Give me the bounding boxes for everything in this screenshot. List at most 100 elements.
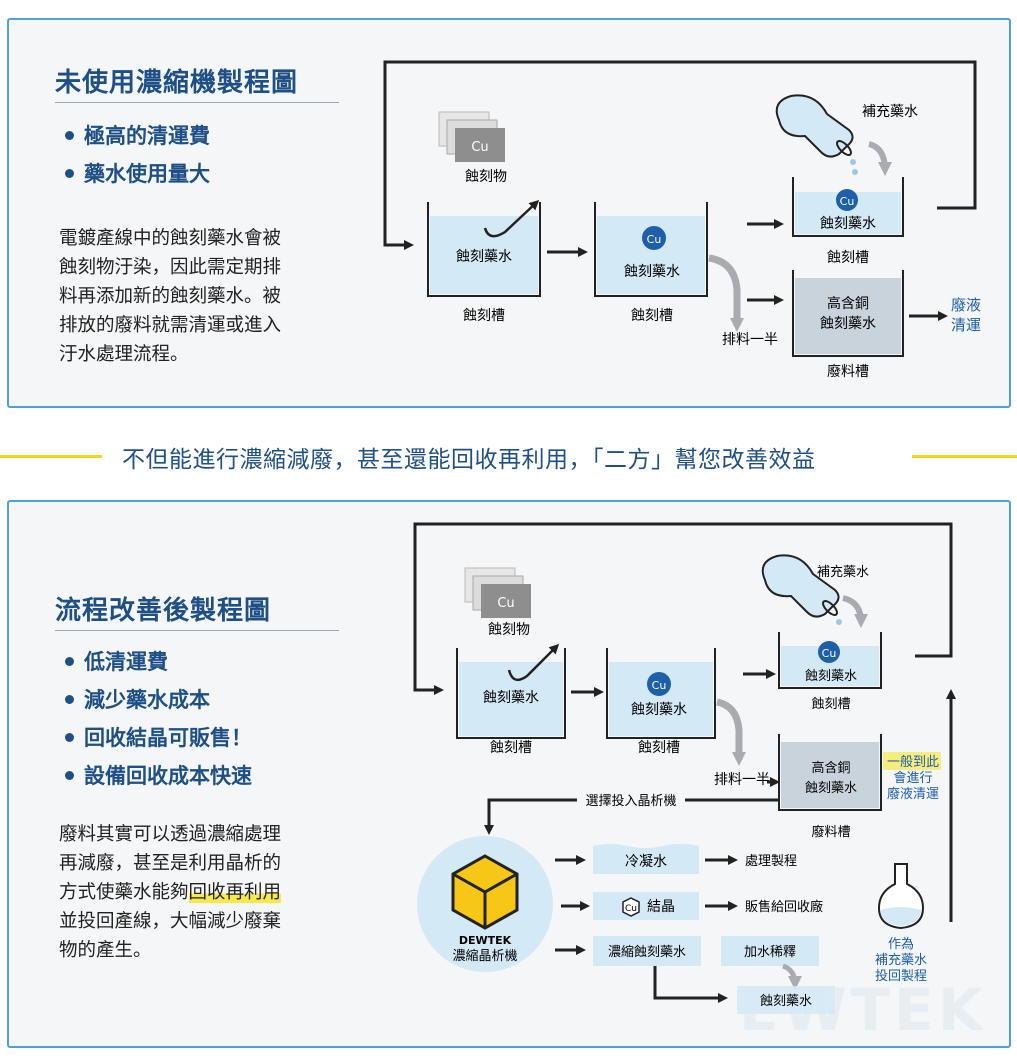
waste-tank: 高含銅 蝕刻藥水 廢料槽 bbox=[792, 270, 904, 380]
etchant-stack-icon: Cu bbox=[464, 567, 531, 618]
waste-tank-label: 廢料槽 bbox=[827, 363, 869, 380]
tank-label: 蝕刻槽 bbox=[490, 739, 532, 756]
flask-label: 補充藥水 bbox=[875, 952, 927, 968]
concentrate-box: 濃縮蝕刻藥水 bbox=[593, 936, 701, 966]
recirculation-line bbox=[383, 60, 977, 250]
description-paragraph: 廢料其實可以透過濃縮處理 再減廢，甚至是利用晶析的 方式使藥水能夠回收再利用 並… bbox=[59, 824, 282, 961]
crystal-box: Cu 結晶 bbox=[593, 892, 699, 920]
tank-liquid-label: 蝕刻藥水 bbox=[624, 263, 680, 280]
cu-ion-icon bbox=[647, 672, 671, 696]
bullet-item: 藥水使用量大 bbox=[65, 154, 210, 192]
svg-text:Cu: Cu bbox=[840, 195, 855, 208]
waste-liquid-label: 高含銅 bbox=[827, 295, 869, 312]
separator-line bbox=[912, 455, 1017, 458]
waste-liquid-label: 高含銅 bbox=[811, 760, 850, 776]
replenish-label: 補充藥水 bbox=[862, 104, 918, 120]
bullet-dot-icon bbox=[65, 656, 74, 666]
flow-arrow bbox=[653, 966, 728, 1003]
crystallizer-machine: DEWTEK 濃縮晶析機 bbox=[417, 836, 553, 972]
svg-text:Cu: Cu bbox=[647, 233, 662, 246]
etch-tank-3: Cu 蝕刻藥水 蝕刻槽 bbox=[792, 177, 904, 266]
etch-tank-2: Cu 蝕刻藥水 蝕刻槽 bbox=[594, 202, 708, 324]
process-diagram-after: EWTEK Cu 蝕刻物 蝕刻藥水 蝕刻槽 Cu 蝕刻藥水 bbox=[413, 522, 983, 1044]
highlight-text: 回收再利用 bbox=[188, 882, 282, 903]
discharge-arrow bbox=[708, 254, 744, 332]
cu-ion-icon bbox=[642, 226, 666, 250]
note-callout: 一般到此 會進行 廢液清運 bbox=[883, 752, 941, 802]
discharge-label: 排料一半 bbox=[722, 332, 778, 348]
panel-title: 未使用濃縮機製程圖 bbox=[55, 68, 299, 98]
svg-text:濃縮蝕刻藥水: 濃縮蝕刻藥水 bbox=[608, 944, 686, 960]
dilute-arrow bbox=[782, 963, 802, 990]
etch-tank-1: 蝕刻藥水 蝕刻槽 bbox=[427, 202, 541, 324]
tank-liquid-label: 蝕刻藥水 bbox=[631, 701, 687, 718]
svg-text:廢液清運: 廢液清運 bbox=[887, 787, 939, 802]
panel-before: 未使用濃縮機製程圖 極高的清運費 藥水使用量大 電鍍產線中的蝕刻藥水會被 蝕刻物… bbox=[7, 18, 1011, 408]
svg-text:加水稀釋: 加水稀釋 bbox=[744, 944, 796, 960]
bullet-dot-icon bbox=[65, 770, 74, 780]
return-flask-icon bbox=[877, 863, 925, 930]
hexagon-icon bbox=[622, 897, 640, 917]
cu-ion-icon bbox=[836, 189, 858, 211]
svg-text:結晶: 結晶 bbox=[647, 899, 675, 915]
discharge-arrow bbox=[716, 698, 746, 766]
tank-liquid-label: 蝕刻藥水 bbox=[483, 689, 539, 706]
waste-liquid-label: 蝕刻藥水 bbox=[805, 781, 857, 796]
dilute-box: 加水稀釋 bbox=[721, 936, 819, 966]
bullet-dot-icon bbox=[65, 130, 74, 140]
tank-label: 蝕刻槽 bbox=[631, 307, 673, 324]
bullet-item: 減少藥水成本 bbox=[65, 680, 252, 718]
separator-line bbox=[0, 455, 102, 458]
machine-brand: DEWTEK bbox=[459, 934, 512, 947]
separator-text: 不但能進行濃縮減廢，甚至還能回收再利用，「二方」幫您改善效益 bbox=[122, 447, 816, 473]
svg-text:一般到此: 一般到此 bbox=[887, 754, 939, 770]
bullet-item: 回收結晶可販售！ bbox=[65, 718, 252, 756]
panel-after: 流程改善後製程圖 低清運費 減少藥水成本 回收結晶可販售！ 設備回收成本快速 廢… bbox=[7, 500, 1011, 1048]
etch-tank-1: 蝕刻藥水 蝕刻槽 bbox=[456, 648, 566, 756]
etch-tank-2: Cu 蝕刻藥水 蝕刻槽 bbox=[606, 648, 716, 756]
tank-liquid-label: 蝕刻藥水 bbox=[805, 669, 857, 684]
tank-label: 蝕刻槽 bbox=[638, 739, 680, 756]
waste-tank-label: 廢料槽 bbox=[811, 825, 850, 840]
final-etchant-box: 蝕刻藥水 bbox=[737, 986, 835, 1014]
etchant-label: 蝕刻物 bbox=[465, 168, 507, 185]
svg-text:冷凝水: 冷凝水 bbox=[625, 854, 667, 870]
dip-arrow bbox=[483, 199, 540, 238]
pour-arrow bbox=[868, 141, 892, 176]
output-destination: 販售給回收廠 bbox=[745, 899, 823, 915]
bullet-dot-icon bbox=[65, 694, 74, 704]
condensate-box: 冷凝水 bbox=[593, 844, 699, 874]
cu-label: Cu bbox=[497, 596, 514, 611]
tank-label: 蝕刻槽 bbox=[463, 307, 505, 324]
waste-out-label: 清運 bbox=[951, 316, 981, 334]
cu-label: Cu bbox=[471, 140, 488, 155]
waste-liquid-label: 蝕刻藥水 bbox=[820, 315, 876, 332]
recirculation-line bbox=[413, 522, 953, 695]
bullet-item: 低清運費 bbox=[65, 642, 252, 680]
svg-text:會進行: 會進行 bbox=[893, 771, 932, 786]
select-line-label: 選擇投入晶析機 bbox=[585, 793, 676, 809]
tank-liquid-label: 蝕刻藥水 bbox=[820, 215, 876, 232]
etchant-label: 蝕刻物 bbox=[488, 621, 530, 638]
bullet-item: 設備回收成本快速 bbox=[65, 756, 252, 794]
etchant-stack-icon: Cu bbox=[438, 111, 505, 162]
waste-out-label: 廢液 bbox=[951, 296, 981, 314]
bullet-dot-icon bbox=[65, 732, 74, 742]
tank-label: 蝕刻槽 bbox=[811, 697, 850, 712]
panel-title: 流程改善後製程圖 bbox=[55, 596, 272, 626]
svg-text:蝕刻藥水: 蝕刻藥水 bbox=[760, 994, 812, 1009]
output-destination: 處理製程 bbox=[745, 854, 797, 869]
machine-name: 濃縮晶析機 bbox=[452, 948, 517, 964]
cu-ion-icon bbox=[818, 641, 840, 663]
dip-arrow bbox=[507, 643, 560, 682]
discharge-label: 排料一半 bbox=[714, 772, 770, 788]
svg-text:Cu: Cu bbox=[625, 904, 637, 914]
flask-label: 投回製程 bbox=[875, 968, 927, 984]
etch-tank-3: Cu 蝕刻藥水 蝕刻槽 bbox=[778, 632, 882, 712]
flask-label: 作為 bbox=[888, 936, 914, 952]
svg-text:Cu: Cu bbox=[822, 647, 837, 660]
title-divider bbox=[55, 630, 339, 631]
waste-tank: 高含銅 蝕刻藥水 廢料槽 bbox=[778, 734, 882, 840]
replenish-label: 補充藥水 bbox=[817, 564, 869, 580]
description-paragraph: 電鍍產線中的蝕刻藥水會被 蝕刻物汙染，因此需定期排 料再添加新的蝕刻藥水。被 排… bbox=[59, 228, 282, 365]
